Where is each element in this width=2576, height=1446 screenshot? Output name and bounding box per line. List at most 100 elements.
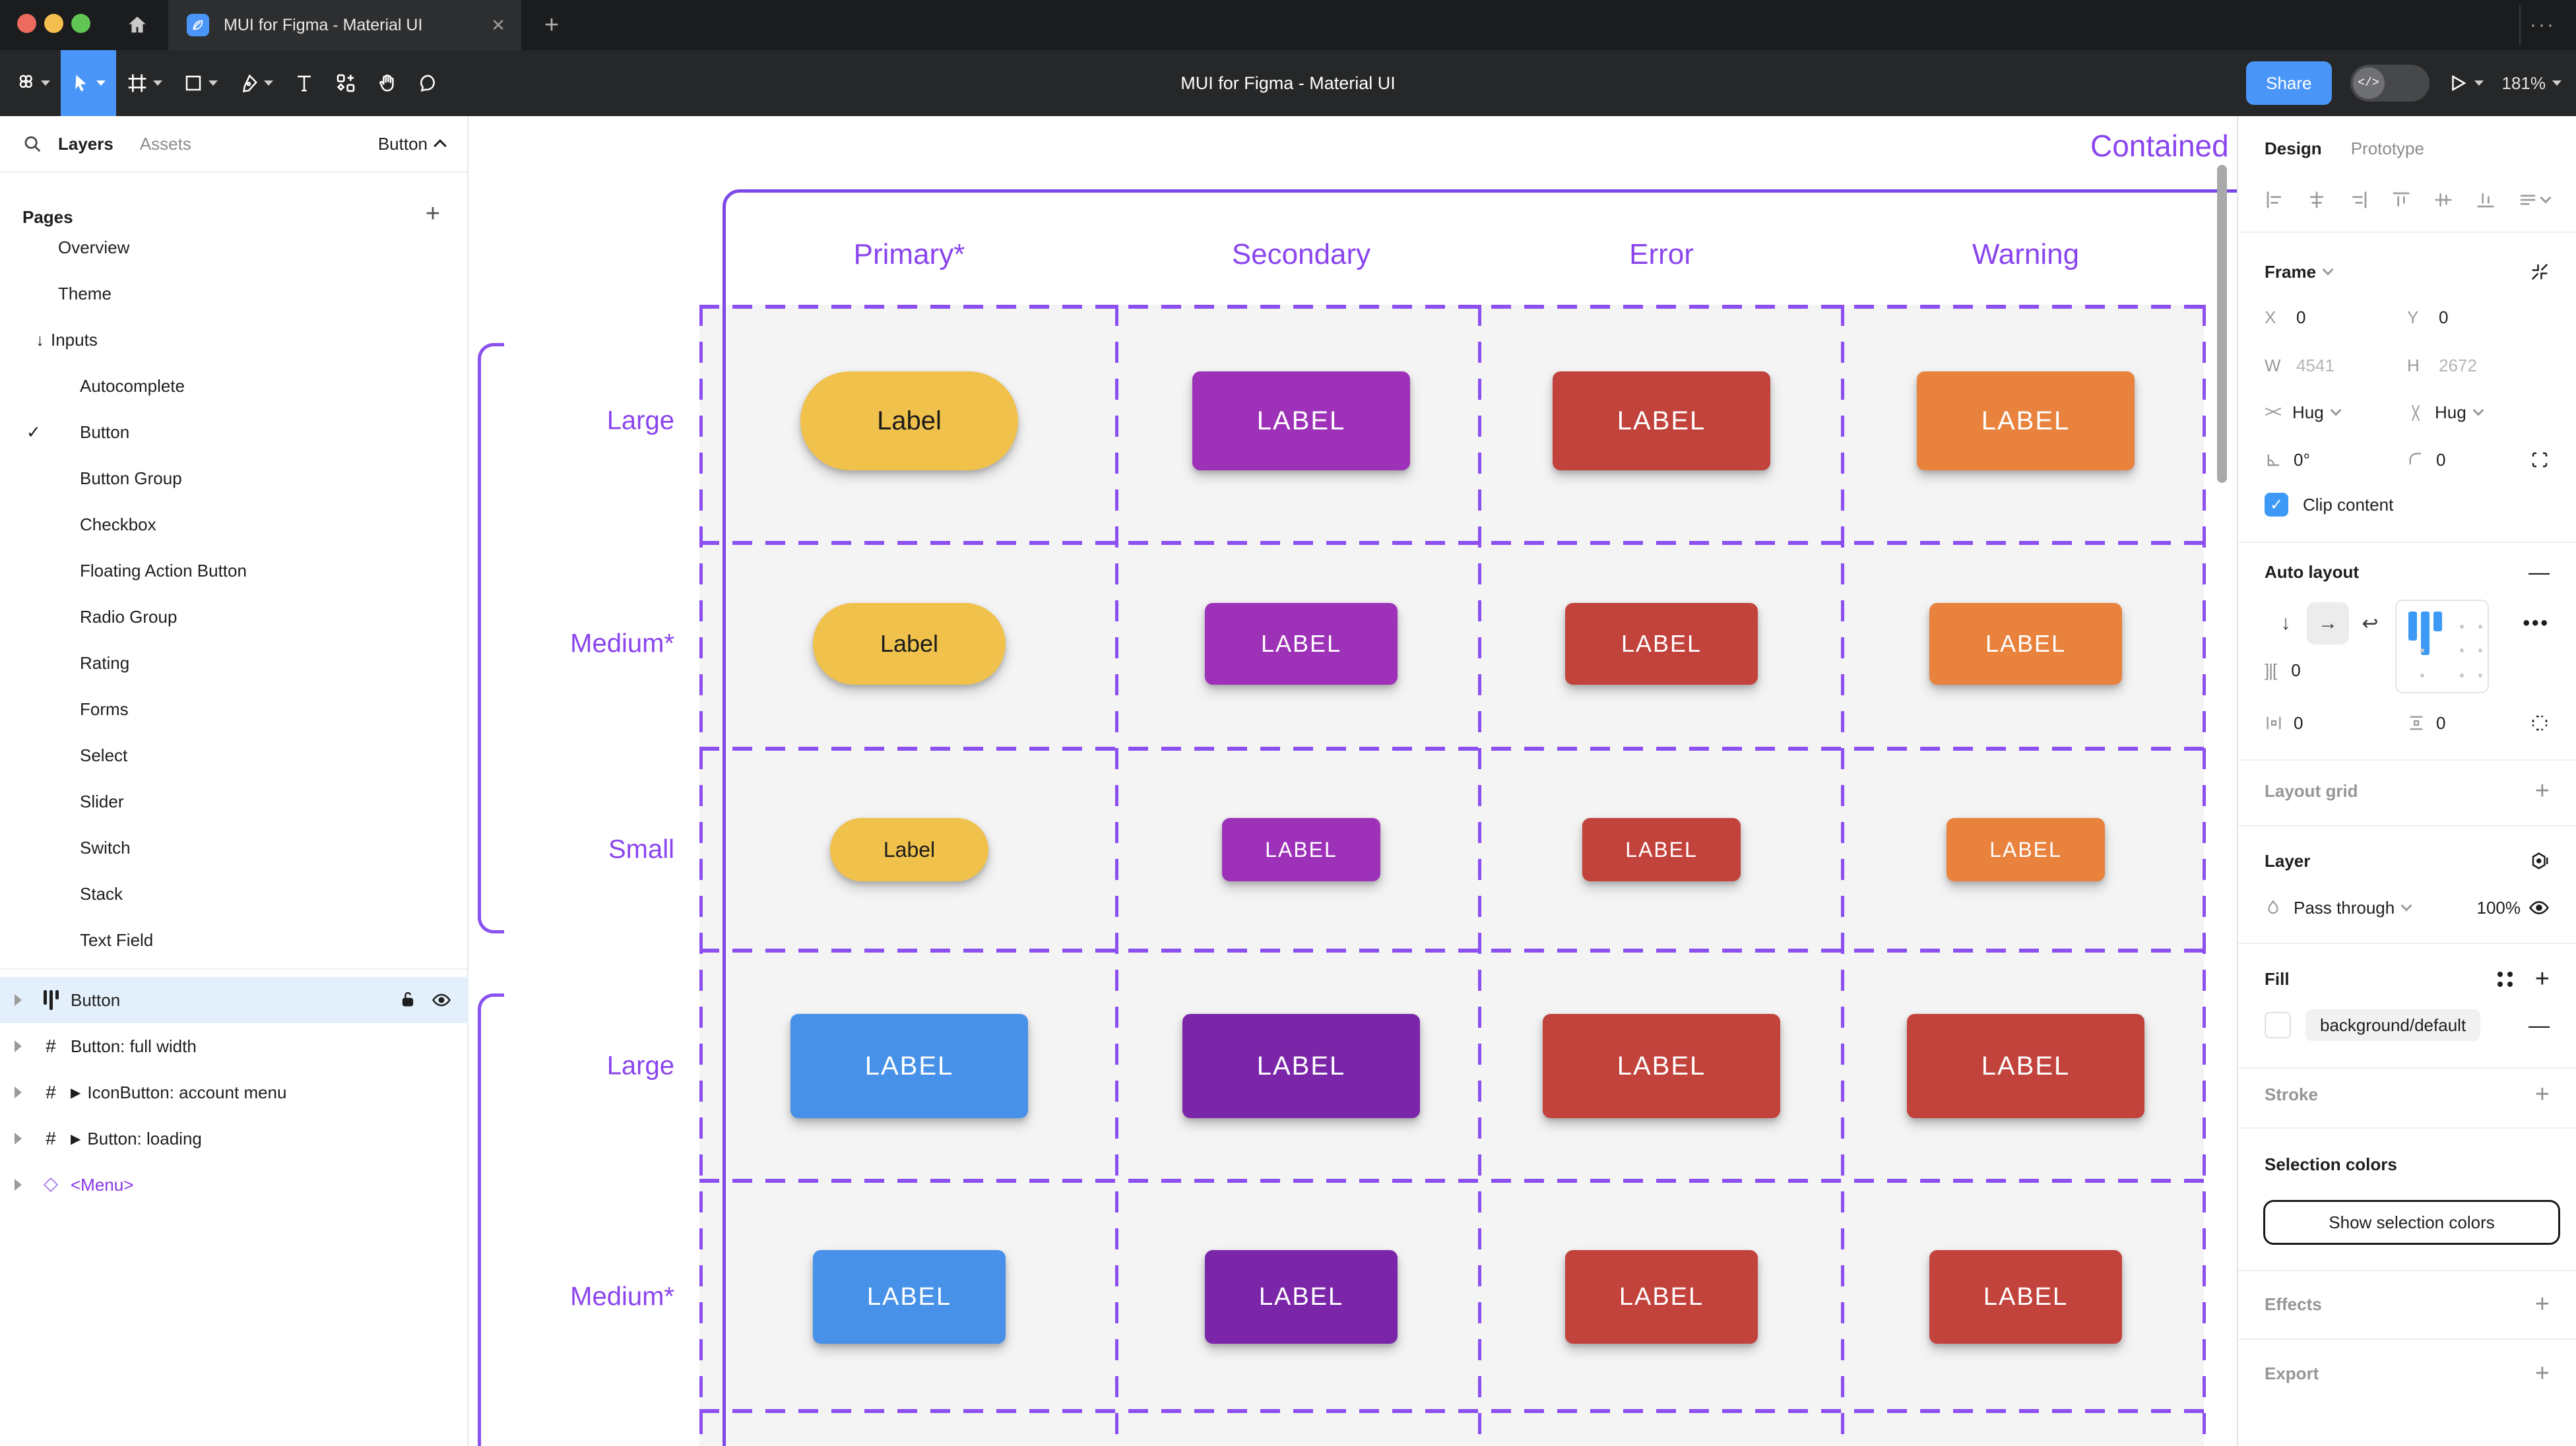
blend-mode-icon[interactable]	[2530, 851, 2550, 871]
independent-corners-icon[interactable]	[2530, 450, 2550, 470]
add-layout-grid-button[interactable]: +	[2534, 776, 2550, 805]
layer-row-button[interactable]: Button	[0, 977, 468, 1023]
remove-auto-layout-button[interactable]: —	[2528, 559, 2550, 584]
variant-button[interactable]: LABEL	[1907, 1014, 2144, 1118]
variant-button[interactable]: Label	[800, 371, 1018, 470]
sidebar-item-checkbox[interactable]: Checkbox	[80, 514, 156, 534]
tab-layers[interactable]: Layers	[58, 133, 113, 154]
close-tab-icon[interactable]: ✕	[491, 15, 505, 35]
comment-tool-button[interactable]	[408, 50, 449, 116]
variant-button[interactable]: LABEL	[813, 1250, 1006, 1344]
fill-color-swatch[interactable]	[2265, 1012, 2291, 1038]
variant-button[interactable]: LABEL	[1543, 1014, 1780, 1118]
sidebar-item-inputs[interactable]: ↓Inputs	[36, 329, 98, 350]
variant-button[interactable]: LABEL	[1582, 818, 1741, 881]
sidebar-item-theme[interactable]: Theme	[58, 283, 112, 303]
variant-button[interactable]: LABEL	[1553, 371, 1770, 470]
x-input[interactable]: 0	[2296, 307, 2306, 327]
new-tab-button[interactable]: +	[544, 11, 560, 39]
caret-right-icon[interactable]	[15, 1133, 22, 1145]
home-icon[interactable]	[126, 14, 148, 36]
y-input[interactable]: 0	[2439, 307, 2449, 327]
dev-mode-toggle[interactable]: </>	[2350, 65, 2430, 102]
caret-right-icon[interactable]	[15, 1040, 22, 1052]
sidebar-item-select[interactable]: Select	[80, 745, 128, 765]
align-right-icon[interactable]	[2349, 190, 2369, 210]
variant-button[interactable]: LABEL	[1182, 1014, 1420, 1118]
sidebar-item-button-group[interactable]: Button Group	[80, 468, 182, 488]
h-input[interactable]: 2672	[2439, 355, 2477, 375]
sidebar-item-forms[interactable]: Forms	[80, 699, 129, 719]
layout-horizontal-icon[interactable]: →	[2307, 602, 2349, 644]
caret-right-icon[interactable]	[15, 994, 22, 1006]
page-context-dropdown[interactable]: Button	[378, 134, 447, 154]
fill-token[interactable]: background/default	[2305, 1009, 2481, 1041]
variant-button[interactable]: LABEL	[1929, 1250, 2122, 1344]
share-button[interactable]: Share	[2246, 61, 2332, 105]
sidebar-item-slider[interactable]: Slider	[80, 791, 124, 811]
opacity-input[interactable]: 100%	[2476, 897, 2521, 918]
variant-button[interactable]: LABEL	[1192, 371, 1410, 470]
blend-mode-dropdown[interactable]: Pass through	[2294, 897, 2395, 918]
file-tab[interactable]: MUI for Figma - Material UI ✕	[168, 0, 521, 50]
horizontal-sizing-dropdown[interactable]: Hug	[2292, 402, 2324, 422]
layer-row-iconbutton-account-menu[interactable]: # ▶ IconButton: account menu	[0, 1069, 468, 1116]
sidebar-item-autocomplete[interactable]: Autocomplete	[80, 375, 185, 396]
shape-tool-button[interactable]	[173, 50, 228, 116]
add-stroke-button[interactable]: +	[2534, 1080, 2550, 1108]
variant-button[interactable]: LABEL	[1205, 1250, 1398, 1344]
move-tool-button[interactable]	[61, 50, 116, 116]
variant-button[interactable]: LABEL	[1929, 603, 2122, 685]
unlock-icon[interactable]	[399, 990, 417, 1010]
corner-radius-input[interactable]: 0	[2436, 449, 2446, 470]
layout-vertical-icon[interactable]: ↓	[2280, 612, 2291, 634]
sidebar-item-text-field[interactable]: Text Field	[80, 929, 154, 950]
caret-right-icon[interactable]	[15, 1179, 22, 1191]
show-selection-colors-button[interactable]: Show selection colors	[2263, 1200, 2560, 1245]
variant-button[interactable]: LABEL	[1565, 603, 1758, 685]
search-icon[interactable]	[22, 134, 42, 154]
text-tool-button[interactable]	[284, 50, 325, 116]
present-button[interactable]	[2448, 73, 2484, 93]
variant-button[interactable]: LABEL	[1917, 371, 2135, 470]
align-horizontal-center-icon[interactable]	[2307, 190, 2327, 210]
align-left-icon[interactable]	[2265, 190, 2284, 210]
align-bottom-icon[interactable]	[2476, 190, 2496, 210]
resources-tool-button[interactable]	[325, 50, 367, 116]
sidebar-item-floating-action-button[interactable]: Floating Action Button	[80, 560, 247, 581]
independent-padding-icon[interactable]	[2530, 713, 2550, 733]
rotation-input[interactable]: 0°	[2294, 449, 2310, 470]
align-vertical-center-icon[interactable]	[2433, 190, 2453, 210]
alignment-widget[interactable]	[2395, 600, 2489, 693]
frame-title[interactable]: Contained	[2090, 129, 2229, 163]
zoom-menu[interactable]: 181%	[2502, 73, 2561, 94]
variant-button[interactable]: Label	[830, 818, 988, 881]
variant-button[interactable]: LABEL	[1205, 603, 1398, 685]
sidebar-item-button[interactable]: ✓Button	[26, 422, 130, 442]
variant-button[interactable]: Label	[813, 603, 1006, 685]
window-overflow-menu[interactable]: ···	[2530, 14, 2556, 36]
frame-tool-button[interactable]	[116, 50, 173, 116]
add-page-button[interactable]: +	[425, 199, 441, 228]
align-top-icon[interactable]	[2391, 190, 2411, 210]
layer-row-menu-instance[interactable]: <Menu>	[0, 1162, 468, 1208]
variant-button[interactable]: LABEL	[1947, 818, 2105, 881]
variant-button[interactable]: LABEL	[790, 1014, 1028, 1118]
horizontal-padding-input[interactable]: 0	[2294, 712, 2303, 733]
add-fill-button[interactable]: +	[2534, 964, 2550, 993]
fill-styles-icon[interactable]	[2497, 971, 2513, 987]
collapse-panel-icon[interactable]	[2530, 262, 2550, 282]
layout-wrap-icon[interactable]: ↩	[2362, 612, 2379, 635]
layer-row-button-full-width[interactable]: # Button: full width	[0, 1023, 468, 1069]
minimize-window-button[interactable]	[44, 14, 63, 33]
auto-layout-more-icon[interactable]: •••	[2523, 612, 2550, 634]
tab-prototype[interactable]: Prototype	[2350, 138, 2424, 158]
caret-right-icon[interactable]	[15, 1086, 22, 1098]
frame-section-title[interactable]: Frame	[2265, 261, 2317, 282]
close-window-button[interactable]	[17, 14, 36, 33]
tab-design[interactable]: Design	[2265, 138, 2322, 158]
remove-fill-button[interactable]: —	[2528, 1013, 2550, 1037]
variant-button[interactable]: LABEL	[1565, 1250, 1758, 1344]
variant-button[interactable]: LABEL	[1222, 818, 1380, 881]
gap-input[interactable]: 0	[2291, 660, 2301, 680]
